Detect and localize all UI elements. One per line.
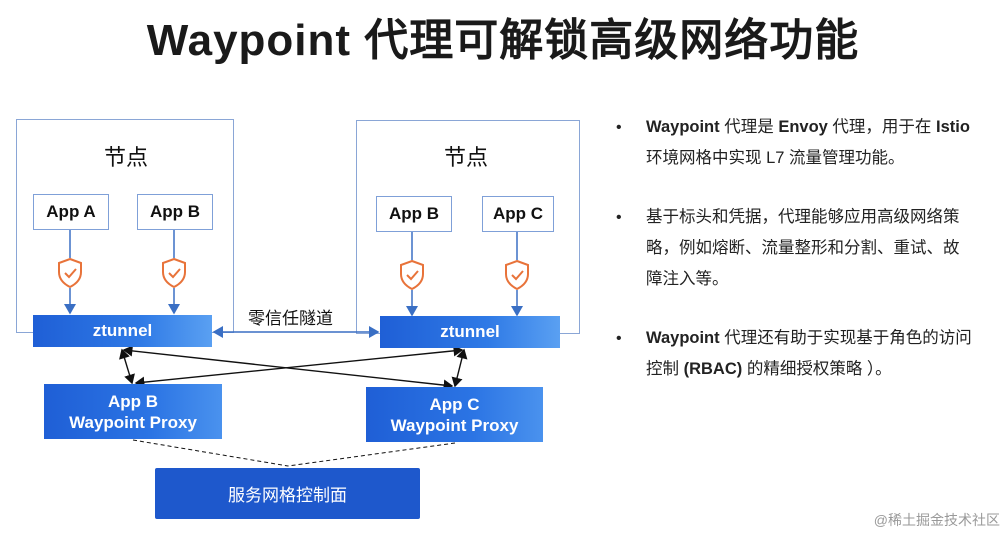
shield-icon	[162, 258, 186, 288]
right-node-label: 节点	[444, 145, 489, 170]
proxy-type: Waypoint Proxy	[69, 412, 197, 432]
shield-icon	[58, 258, 82, 288]
zero-trust-tunnel-label: 零信任隧道	[248, 309, 333, 328]
bullet-text: Waypoint 代理是 Envoy 代理，用于在 Istio 环境网格中实现 …	[646, 118, 970, 167]
bullet-item: •基于标头和凭据，代理能够应用高级网络策略，例如熔断、流量整形和分割、重试、故障…	[616, 208, 960, 288]
waypoint-proxy-app-b: App B Waypoint Proxy	[44, 384, 222, 439]
shield-icon	[505, 260, 529, 290]
service-mesh-control-plane: 服务网格控制面	[155, 468, 420, 519]
left-ztunnel: ztunnel	[33, 315, 212, 347]
proxy-app-name: App B	[107, 391, 159, 411]
waypoint-proxy-app-c: App C Waypoint Proxy	[366, 387, 543, 442]
watermark: @稀土掘金技术社区	[873, 512, 1000, 528]
bullet-item: •Waypoint 代理是 Envoy 代理，用于在 Istio 环境网格中实现…	[616, 118, 970, 167]
right-ztunnel: ztunnel	[380, 316, 560, 348]
page-title: Waypoint 代理可解锁高级网络功能	[146, 16, 860, 65]
left-node-label: 节点	[104, 145, 149, 170]
shield-icon	[400, 260, 424, 290]
proxy-app-name: App C	[429, 394, 480, 414]
left-app-a: App A	[33, 194, 109, 230]
bullet-text: 基于标头和凭据，代理能够应用高级网络策略，例如熔断、流量整形和分割、重试、故障注…	[646, 208, 960, 288]
bullet-list: •Waypoint 代理是 Envoy 代理，用于在 Istio 环境网格中实现…	[614, 112, 974, 413]
bullet-item: •Waypoint 代理还有助于实现基于角色的访问控制 (RBAC) 的精细授权…	[616, 329, 972, 378]
bullet-text: Waypoint 代理还有助于实现基于角色的访问控制 (RBAC) 的精细授权策…	[646, 329, 972, 378]
proxy-type: Waypoint Proxy	[390, 415, 519, 435]
left-app-b: App B	[137, 194, 213, 230]
right-app-c: App C	[482, 196, 554, 232]
right-app-b: App B	[376, 196, 452, 232]
